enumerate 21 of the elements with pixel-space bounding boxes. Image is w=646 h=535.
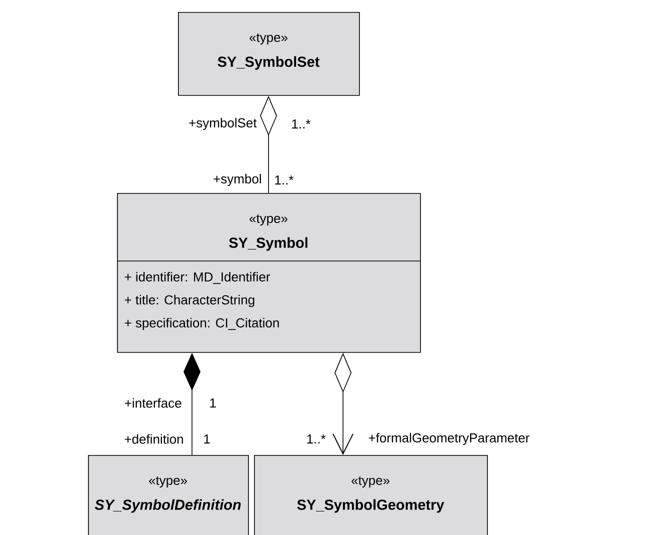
attribute-text: + identifier: MD_Identifier <box>124 272 270 284</box>
multiplicity-label: 1 <box>204 434 210 444</box>
role-label: +formalGeometryParameter <box>368 432 530 446</box>
attribute-text: + title: CharacterString <box>124 294 254 308</box>
role-label: +symbol <box>214 174 261 186</box>
stereotype-text: «type» <box>149 476 187 488</box>
multiplicity-label: 1 <box>210 398 216 408</box>
multiplicity-label: 1..* <box>292 120 311 128</box>
role-label: +interface <box>124 398 182 408</box>
multiplicity-label: 1..* <box>307 434 326 444</box>
role-label: +definition <box>124 434 183 444</box>
class-name: SY_SymbolSet <box>218 56 320 70</box>
attribute-text: + specification: CI_Citation <box>124 318 279 330</box>
stereotype-text: «type» <box>352 476 390 488</box>
class-name: SY_SymbolGeometry <box>297 499 444 513</box>
class-name: SY_SymbolDefinition <box>94 499 241 513</box>
multiplicity-label: 1..* <box>275 176 294 184</box>
stereotype-text: «type» <box>250 33 288 45</box>
role-label: +symbolSet <box>189 118 257 130</box>
stereotype-text: «type» <box>250 214 288 226</box>
class-name: SY_Symbol <box>229 237 308 251</box>
